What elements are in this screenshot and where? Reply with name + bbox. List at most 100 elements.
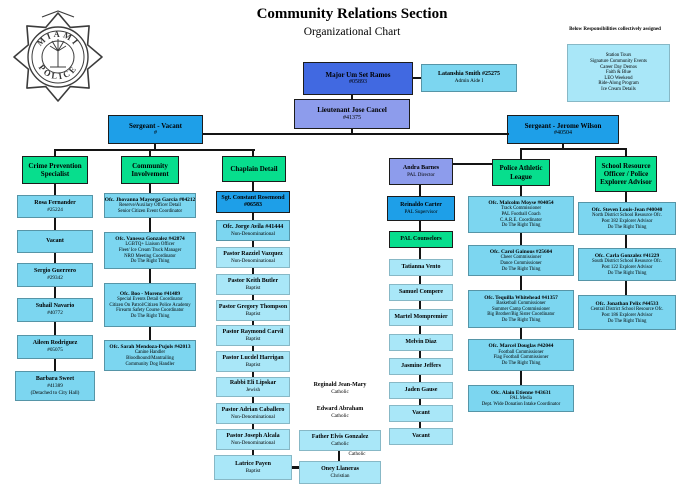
node-sergio-guerrero-text: Sergio Guerrero xyxy=(34,268,76,275)
node-lieutenant-text: Lieutenant Jose Cancel xyxy=(317,106,387,115)
node-aileen-rodriguez-text: #05075 xyxy=(47,347,63,354)
node-samuel-compere: Samuel Compere xyxy=(389,284,453,301)
node-elvis-gonzalez-text: Father Elvis Gonzalez xyxy=(311,433,369,440)
node-sarah-mendoza-pujols-text: Canine Handler xyxy=(134,350,166,356)
node-jasmine-jeffers-text: Jasmine Jeffers xyxy=(401,362,441,369)
connector-line xyxy=(149,151,151,157)
node-edward-abraham-text: Edward Abraham xyxy=(316,406,364,412)
responsibilities-box-text: Signature Community Events xyxy=(590,58,647,64)
node-carla-gonzalez-text: South District School Resource Ofc. xyxy=(592,259,662,265)
node-martel-mompremier-text: Martel Mompremier xyxy=(394,313,448,320)
connector-line xyxy=(520,150,522,160)
miami-police-badge-logo: MIAMI POLICE xyxy=(13,10,103,102)
node-reinaldo-carter-text: Reinaldo Carter xyxy=(400,201,442,208)
node-lucdel-harrigan-text: Pastor Lucdel Harrigan xyxy=(222,354,284,361)
connector-line xyxy=(149,327,151,340)
connector-line xyxy=(203,133,509,135)
header-chaplain-detail: Chaplain Detail xyxy=(222,156,286,182)
node-reginald-jean-mary-text: Reginald Jean-Mary xyxy=(313,382,367,388)
connector-line xyxy=(54,149,255,151)
node-aileen-rodriguez-text: Aileen Rodriguez xyxy=(32,340,78,347)
connector-line xyxy=(252,241,254,247)
connector-line xyxy=(520,276,522,290)
node-lieutenant: Lieutenant Jose Cancel#41375 xyxy=(294,99,410,129)
node-carol-gainous-text: Do The Right Thing xyxy=(501,266,541,272)
connector-line xyxy=(149,218,151,232)
node-admin-aide-text: Latanshia Smith #25275 xyxy=(437,71,500,78)
node-tequilla-whitehead-text: Do The Right Thing xyxy=(501,317,541,323)
node-sergeant-vacant: Sergeant - Vacant# xyxy=(108,115,203,144)
node-lieutenant-text: #41375 xyxy=(343,114,361,121)
node-marcel-douglas-text: Football Commissioner xyxy=(498,349,544,355)
connector-line xyxy=(419,399,421,405)
header-crime-prevention-specialist-text: Crime Prevention xyxy=(28,161,82,170)
node-barbara-sweet: Barbara Sweet#41389(Detached to City Hal… xyxy=(15,371,95,401)
node-sergeant-jerome-wilson-text: #40504 xyxy=(554,130,572,137)
node-marcel-douglas-text: Flag Football Commissioner xyxy=(493,355,549,361)
page-title: Community Relations Section xyxy=(256,6,448,22)
connector-line xyxy=(252,295,254,300)
node-steven-louis-jean-text: Post 382 Explorer Advisor xyxy=(601,218,653,224)
node-vanessa-gonzalez-text: NRO Meeting Coordinator xyxy=(124,253,176,259)
node-keith-butler-text: Pastor Keith Butler xyxy=(227,277,279,284)
node-joseph-alcala-text: Pastor Joseph Alcala xyxy=(226,432,280,439)
node-vacant-pal-2: Vacant xyxy=(389,428,453,445)
node-vanessa-gonzalez-text: Fleet/ Ice Cream Truck Manager xyxy=(118,248,182,254)
label-catholic-text: Catholic xyxy=(348,452,366,457)
node-jorge-avila-text: Ofc. Jorge Avila #41444 xyxy=(222,223,284,230)
connector-line xyxy=(520,328,522,339)
connector-line xyxy=(252,213,254,220)
node-vacant-crime: Vacant xyxy=(17,230,93,253)
node-andra-barnes-text: PAL Director xyxy=(407,171,435,178)
connector-line xyxy=(419,422,421,428)
connector-line xyxy=(252,346,254,351)
node-jaden-gause-text: Jaden Gause xyxy=(404,386,438,393)
connector-line xyxy=(252,151,254,157)
node-vacant-pal-1: Vacant xyxy=(389,405,453,422)
node-jonathan-pelix-text: Ofc. Jonathan Pelix #44533 xyxy=(595,300,659,307)
connector-line xyxy=(54,184,56,195)
responsibilities-box-text: Ride-Along Program xyxy=(598,81,639,87)
node-vanessa-gonzalez-text: Ofc. Vanessa Gonzalez #42874 xyxy=(115,236,185,242)
connector-line xyxy=(419,301,421,309)
connector-line xyxy=(149,269,151,283)
node-jaden-gause: Jaden Gause xyxy=(389,382,453,399)
connector-line xyxy=(252,321,254,325)
node-tequilla-whitehead-text: Summer Camp Commissioner xyxy=(491,306,551,312)
node-vacant-pal-1-text: Vacant xyxy=(412,409,430,416)
node-andra-barnes-text: Andra Barnes xyxy=(402,164,440,171)
node-rosa-fernander-text: #25224 xyxy=(47,206,63,213)
node-sergeant-jerome-wilson: Sergeant - Jerome Wilson#40504 xyxy=(507,115,619,144)
node-melvin-diaz: Melvin Diaz xyxy=(389,334,453,351)
node-vacant-crime-text: Vacant xyxy=(46,237,64,244)
node-raymond-carvil-text: Baptist xyxy=(245,335,261,342)
node-jhovanna-mayorga-garcia-text: Reserve/Auxilary Officer Detail xyxy=(119,203,181,209)
connector-line xyxy=(252,424,254,429)
node-keith-butler-text: Baptist xyxy=(245,284,261,291)
node-reinaldo-carter-text: PAL Supervisor xyxy=(404,208,438,215)
node-barbara-sweet-text: Barbara Sweet xyxy=(35,376,75,383)
node-suhail-navario-text: #40772 xyxy=(47,310,63,317)
node-tatianna-vento-text: Tatianna Vento xyxy=(401,263,441,270)
node-latrice-payen-text: Latrice Payen xyxy=(235,460,271,467)
